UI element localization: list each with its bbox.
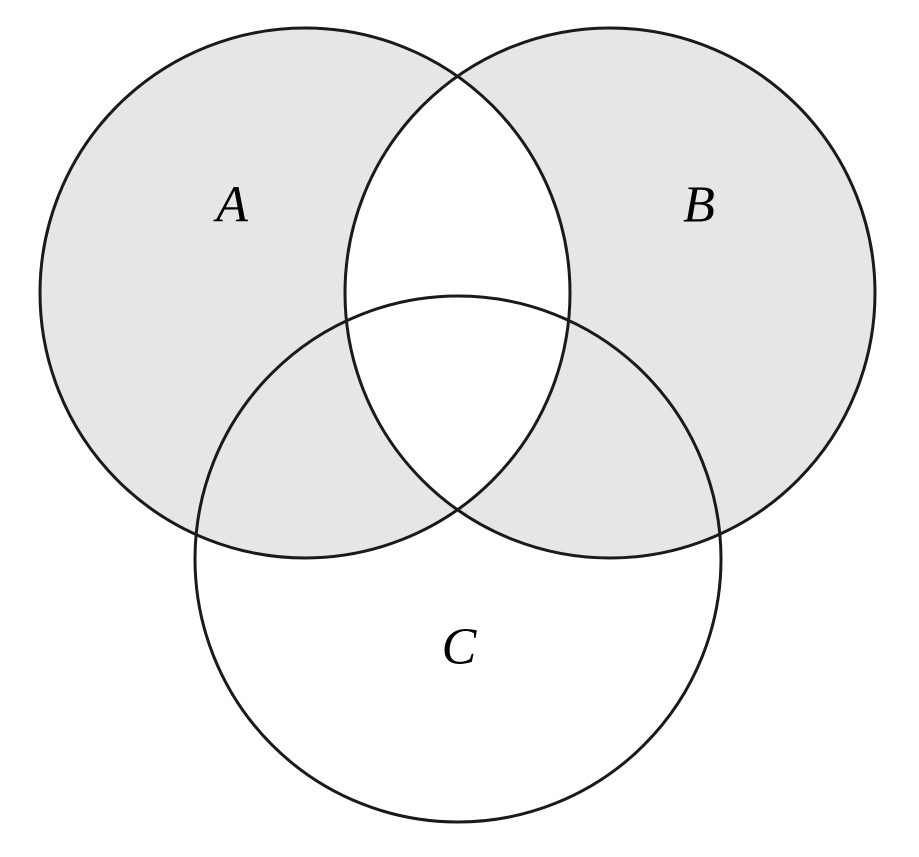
set-label-b: B [683, 177, 715, 234]
set-circle-a[interactable] [38, 26, 572, 560]
set-circle-c[interactable] [193, 294, 723, 824]
set-label-a: A [213, 177, 248, 234]
set-label-c: C [442, 619, 478, 676]
set-circle-b[interactable] [343, 26, 877, 560]
